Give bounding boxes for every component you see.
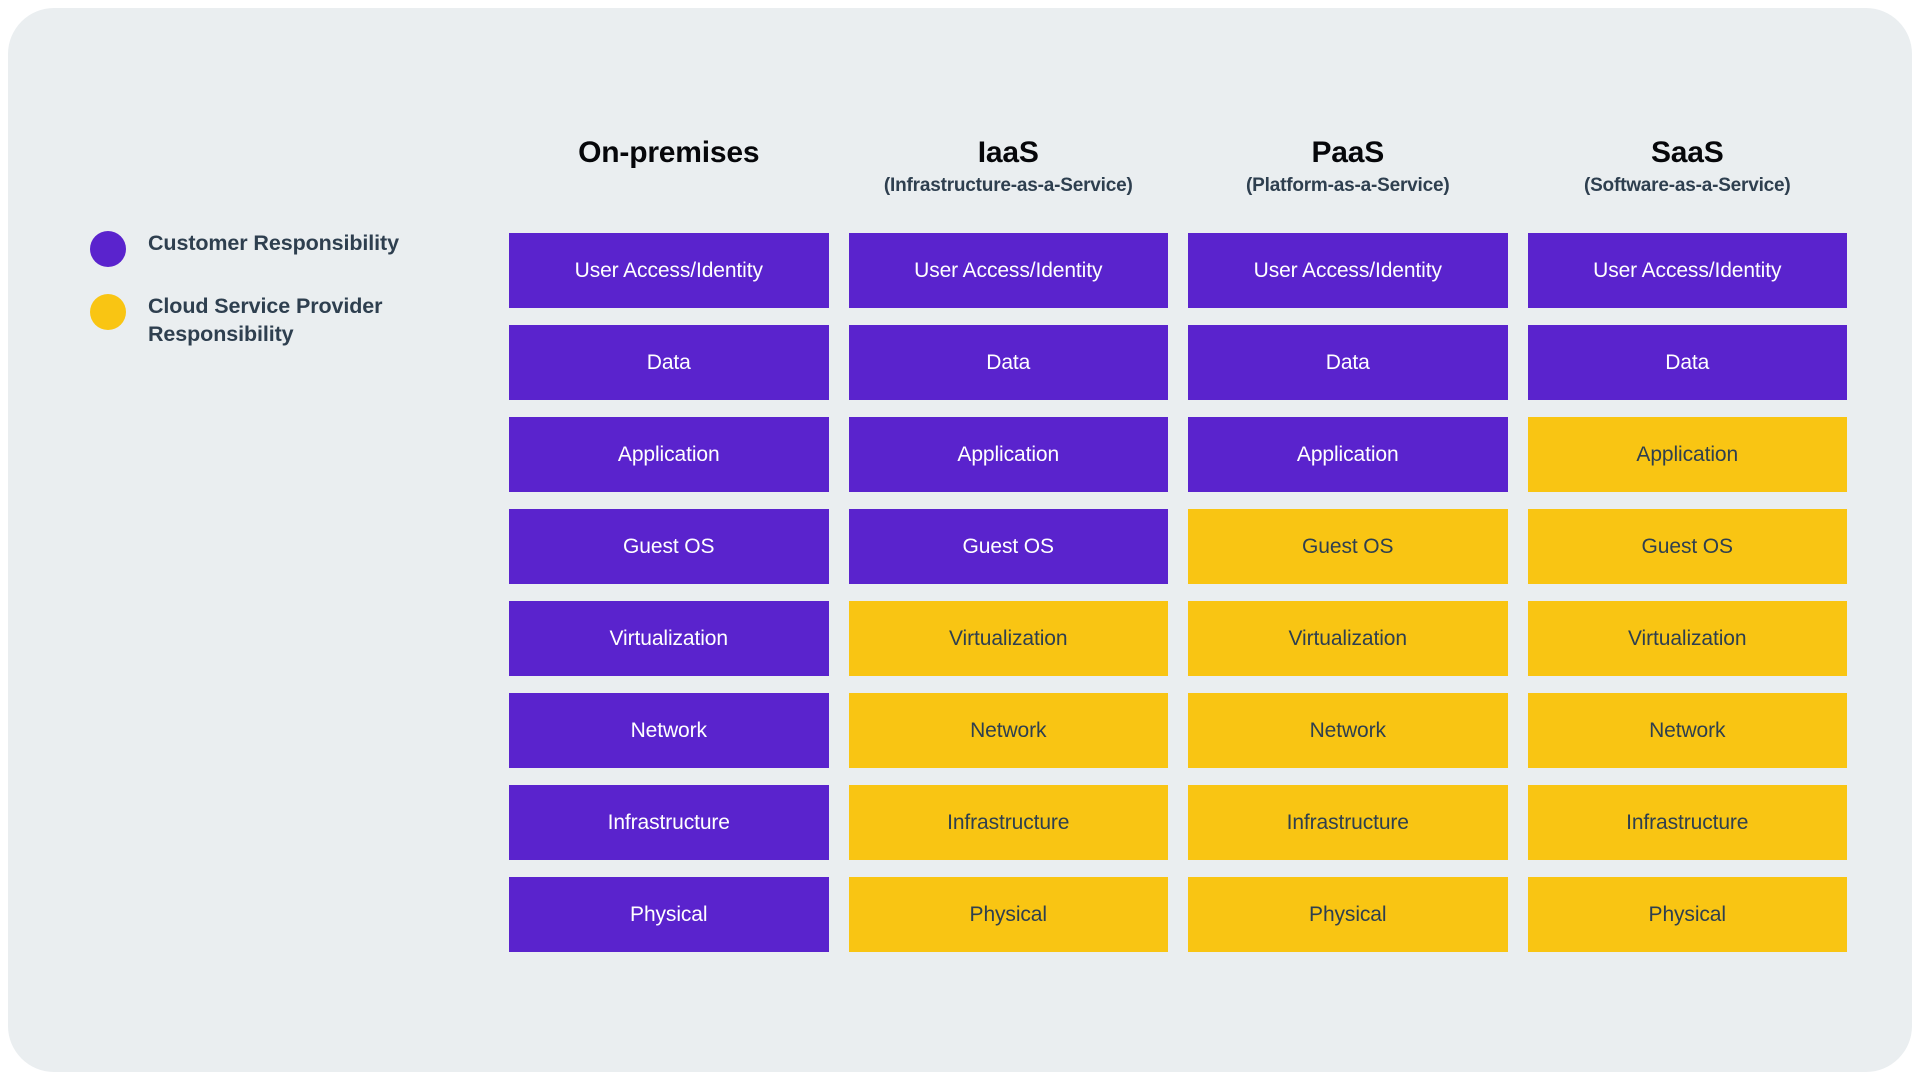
matrix-cell-saas-data: Data — [1527, 325, 1847, 400]
matrix-cell-saas-guest-os: Guest OS — [1527, 509, 1847, 584]
matrix-cell-paas-user-access-identity: User Access/Identity — [1188, 233, 1508, 308]
matrix-cell-saas-application: Application — [1527, 417, 1847, 492]
column-subtitle: (Platform-as-a-Service) — [1246, 175, 1450, 197]
matrix-cell-on-premises-infrastructure: Infrastructure — [509, 785, 829, 860]
matrix-cell-iaas-physical: Physical — [848, 877, 1168, 952]
matrix-cell-paas-virtualization: Virtualization — [1188, 601, 1508, 676]
matrix-cell-saas-infrastructure: Infrastructure — [1527, 785, 1847, 860]
matrix-cell-iaas-infrastructure: Infrastructure — [848, 785, 1168, 860]
matrix-cell-saas-physical: Physical — [1527, 877, 1847, 952]
matrix-column-iaas: IaaS (Infrastructure-as-a-Service) User Ac… — [848, 133, 1169, 952]
matrix-cell-saas-user-access-identity: User Access/Identity — [1527, 233, 1847, 308]
column-title: SaaS — [1650, 136, 1724, 169]
matrix-cell-iaas-data: Data — [848, 325, 1168, 400]
column-title: PaaS — [1311, 136, 1385, 169]
matrix-cell-on-premises-guest-os: Guest OS — [509, 509, 829, 584]
matrix-cell-on-premises-data: Data — [509, 325, 829, 400]
legend-item-label: Cloud Service Provider Responsibility — [148, 294, 383, 346]
column-header-iaas: IaaS (Infrastructure-as-a-Service) — [849, 133, 1169, 233]
column-header-saas: SaaS (Software-as-a-Service) — [1528, 133, 1848, 233]
matrix-cell-iaas-network: Network — [848, 693, 1168, 768]
column-header-on-premises: On-premises — [509, 133, 829, 233]
matrix-cell-on-premises-application: Application — [509, 417, 829, 492]
matrix-cell-paas-guest-os: Guest OS — [1188, 509, 1508, 584]
legend: Customer Responsibility Cloud Service Pr… — [90, 230, 420, 374]
matrix-cell-on-premises-virtualization: Virtualization — [509, 601, 829, 676]
legend-item-provider: Cloud Service Provider Responsibility — [90, 293, 420, 348]
column-title: On-premises — [578, 136, 760, 169]
matrix-column-paas: PaaS (Platform-as-a-Service) User Access/I… — [1188, 133, 1508, 952]
matrix-cell-paas-physical: Physical — [1188, 877, 1508, 952]
matrix-cell-paas-infrastructure: Infrastructure — [1188, 785, 1508, 860]
circle-icon — [90, 294, 126, 330]
legend-item-label: Customer Responsibility — [148, 231, 399, 255]
column-subtitle: (Software-as-a-Service) — [1583, 175, 1791, 197]
matrix-cell-saas-network: Network — [1527, 693, 1847, 768]
matrix-cell-on-premises-physical: Physical — [509, 877, 829, 952]
matrix-cell-paas-network: Network — [1188, 693, 1508, 768]
circle-icon — [90, 231, 126, 267]
column-subtitle: (Infrastructure-as-a-Service) — [883, 175, 1133, 197]
column-title: IaaS — [977, 136, 1039, 169]
matrix-cell-iaas-guest-os: Guest OS — [848, 509, 1168, 584]
matrix-cell-on-premises-network: Network — [509, 693, 829, 768]
matrix-column-saas: SaaS (Software-as-a-Service) User Access/I… — [1527, 133, 1848, 952]
matrix-cell-paas-application: Application — [1188, 417, 1508, 492]
matrix-cell-saas-virtualization: Virtualization — [1527, 601, 1847, 676]
matrix-cell-iaas-user-access-identity: User Access/Identity — [848, 233, 1168, 308]
legend-item-customer: Customer Responsibility — [90, 230, 420, 267]
matrix-cell-on-premises-user-access-identity: User Access/Identity — [509, 233, 829, 308]
matrix-cell-iaas-virtualization: Virtualization — [848, 601, 1168, 676]
matrix-cell-paas-data: Data — [1188, 325, 1508, 400]
column-header-paas: PaaS (Platform-as-a-Service) — [1188, 133, 1508, 233]
matrix-cell-iaas-application: Application — [848, 417, 1168, 492]
diagram-card: Customer Responsibility Cloud Service Pr… — [8, 8, 1912, 1072]
